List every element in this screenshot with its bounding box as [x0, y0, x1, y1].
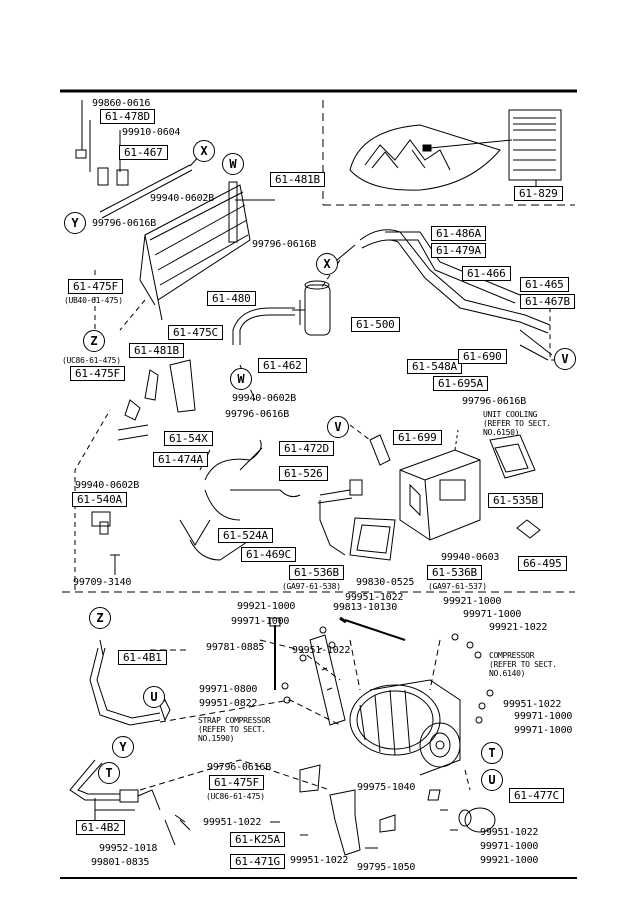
part-61-486a[interactable]: 61-486A	[431, 226, 486, 241]
part-99951-0822[interactable]: 99951-0822	[199, 698, 258, 709]
part-99795-1050[interactable]: 99795-1050	[357, 862, 416, 873]
part-61-536b-sub: (GA97-61-538)	[282, 582, 341, 591]
part-61-k25a[interactable]: 61-K25A	[230, 832, 285, 847]
part-61-471g[interactable]: 61-471G	[230, 854, 285, 869]
strap-compressor-note: STRAP COMPRESSOR (REFER TO SECT. NO.1590…	[198, 716, 271, 743]
part-61-466[interactable]: 61-466	[462, 266, 511, 281]
ref-circle-x-2: X	[316, 253, 338, 275]
part-61-481b-2-sub: (UC86-61-475)	[62, 356, 121, 365]
part-61-479a[interactable]: 61-479A	[431, 243, 486, 258]
part-61-524a[interactable]: 61-524A	[218, 528, 273, 543]
part-61-481b[interactable]: 61-481B	[270, 172, 325, 187]
ref-circle-t-2: T	[481, 742, 503, 764]
part-99796-0616b-4[interactable]: 99796-0616B	[462, 396, 527, 407]
part-99921-1000-2[interactable]: 99921-1000	[443, 596, 502, 607]
part-99975-1040[interactable]: 99975-1040	[357, 782, 416, 793]
part-61-469c[interactable]: 61-469C	[241, 547, 296, 562]
part-61-462[interactable]: 61-462	[258, 358, 307, 373]
part-61-475c[interactable]: 61-475C	[168, 325, 223, 340]
ref-circle-v-2: V	[327, 416, 349, 438]
part-61-475f-2[interactable]: 61-475F	[70, 366, 125, 381]
part-99910-0604[interactable]: 99910-0604	[122, 127, 181, 138]
part-99940-0602b-2[interactable]: 99940-0602B	[75, 480, 140, 491]
part-99796-0616b-3[interactable]: 99796-0616B	[252, 239, 317, 250]
ref-circle-u: U	[143, 686, 165, 708]
part-99940-0603[interactable]: 99940-0603	[441, 552, 500, 563]
part-61-536b-2-sub: (GA97-61-537)	[428, 582, 487, 591]
part-61-480[interactable]: 61-480	[207, 291, 256, 306]
part-61-548a[interactable]: 61-548A	[407, 359, 462, 374]
unit-cooling-note: UNIT COOLING (REFER TO SECT. NO.6150)	[483, 410, 551, 437]
ref-circle-y: Y	[64, 212, 86, 234]
part-61-472d[interactable]: 61-472D	[279, 441, 334, 456]
part-61-4b2[interactable]: 61-4B2	[76, 820, 125, 835]
part-99860-0616[interactable]: 99860-0616	[92, 98, 151, 109]
part-61-465[interactable]: 61-465	[520, 277, 569, 292]
part-99796-0616b[interactable]: 99796-0616B	[92, 218, 157, 229]
part-99921-1000-3[interactable]: 99921-1000	[480, 855, 539, 866]
part-99921-1000[interactable]: 99921-1000	[237, 601, 296, 612]
part-61-475f-sub: (UB40-61-475)	[64, 296, 123, 305]
ref-circle-t: T	[98, 762, 120, 784]
part-99971-1000[interactable]: 99971-1000	[231, 616, 290, 627]
part-99940-0602b-3[interactable]: 99940-0602B	[232, 393, 297, 404]
part-99940-0602b[interactable]: 99940-0602B	[150, 193, 215, 204]
part-99971-0800[interactable]: 99971-0800	[199, 684, 258, 695]
ref-circle-z-2: Z	[89, 607, 111, 629]
part-99951-1022-4[interactable]: 99951-1022	[203, 817, 262, 828]
part-61-500[interactable]: 61-500	[351, 317, 400, 332]
part-61-475f-3-sub: (UC86-61-475)	[206, 792, 265, 801]
part-99951-1022-3[interactable]: 99951-1022	[503, 699, 562, 710]
ref-circle-u-2: U	[481, 769, 503, 791]
part-61-540a[interactable]: 61-540A	[72, 492, 127, 507]
part-99813-10130[interactable]: 99813-10130	[333, 602, 398, 613]
part-99951-1022-5[interactable]: 99951-1022	[290, 855, 349, 866]
part-99971-1000-2[interactable]: 99971-1000	[463, 609, 522, 620]
part-99951-1022-7[interactable]: 99951-1022	[480, 827, 539, 838]
part-99971-1000-3[interactable]: 99971-1000	[514, 711, 573, 722]
part-61-467[interactable]: 61-467	[119, 145, 168, 160]
part-99971-1000-5[interactable]: 99971-1000	[480, 841, 539, 852]
part-99921-1022[interactable]: 99921-1022	[489, 622, 548, 633]
part-99796-0616b-2[interactable]: 99796-0616B	[225, 409, 290, 420]
part-61-699[interactable]: 61-699	[393, 430, 442, 445]
ref-circle-y-2: Y	[112, 736, 134, 758]
part-61-690[interactable]: 61-690	[458, 349, 507, 364]
ref-circle-w: W	[222, 153, 244, 175]
part-61-535b[interactable]: 61-535B	[488, 493, 543, 508]
ref-circle-z: Z	[83, 330, 105, 352]
part-61-477c[interactable]: 61-477C	[509, 788, 564, 803]
part-66-495[interactable]: 66-495	[518, 556, 567, 571]
part-99971-1000-4[interactable]: 99971-1000	[514, 725, 573, 736]
part-99801-0835[interactable]: 99801-0835	[91, 857, 150, 868]
part-61-54x[interactable]: 61-54X	[164, 431, 213, 446]
part-61-829[interactable]: 61-829	[514, 186, 563, 201]
ref-circle-x: X	[193, 140, 215, 162]
part-61-474a[interactable]: 61-474A	[153, 452, 208, 467]
part-61-478d[interactable]: 61-478D	[100, 109, 155, 124]
part-61-481b-2[interactable]: 61-481B	[129, 343, 184, 358]
part-61-536b-2[interactable]: 61-536B	[427, 565, 482, 580]
ref-circle-w-2: W	[230, 368, 252, 390]
part-61-526[interactable]: 61-526	[279, 466, 328, 481]
part-99830-0525[interactable]: 99830-0525	[356, 577, 415, 588]
part-61-536b[interactable]: 61-536B	[289, 565, 344, 580]
part-61-475f[interactable]: 61-475F	[68, 279, 123, 294]
compressor-note: COMPRESSOR (REFER TO SECT. NO.6140)	[489, 651, 557, 678]
part-99709-3140[interactable]: 99709-3140	[73, 577, 132, 588]
part-99951-1022[interactable]: 99951-1022	[345, 592, 404, 603]
part-99781-0885[interactable]: 99781-0885	[206, 642, 265, 653]
part-61-475f-3[interactable]: 61-475F	[209, 775, 264, 790]
part-99796-0616b-5[interactable]: 99796-0616B	[207, 762, 272, 773]
part-61-4b1[interactable]: 61-4B1	[118, 650, 167, 665]
part-61-695a[interactable]: 61-695A	[433, 376, 488, 391]
part-99951-1022-2[interactable]: 99951-1022	[292, 645, 351, 656]
part-61-467b[interactable]: 61-467B	[520, 294, 575, 309]
ref-circle-v: V	[554, 348, 576, 370]
part-99952-1018[interactable]: 99952-1018	[99, 843, 158, 854]
